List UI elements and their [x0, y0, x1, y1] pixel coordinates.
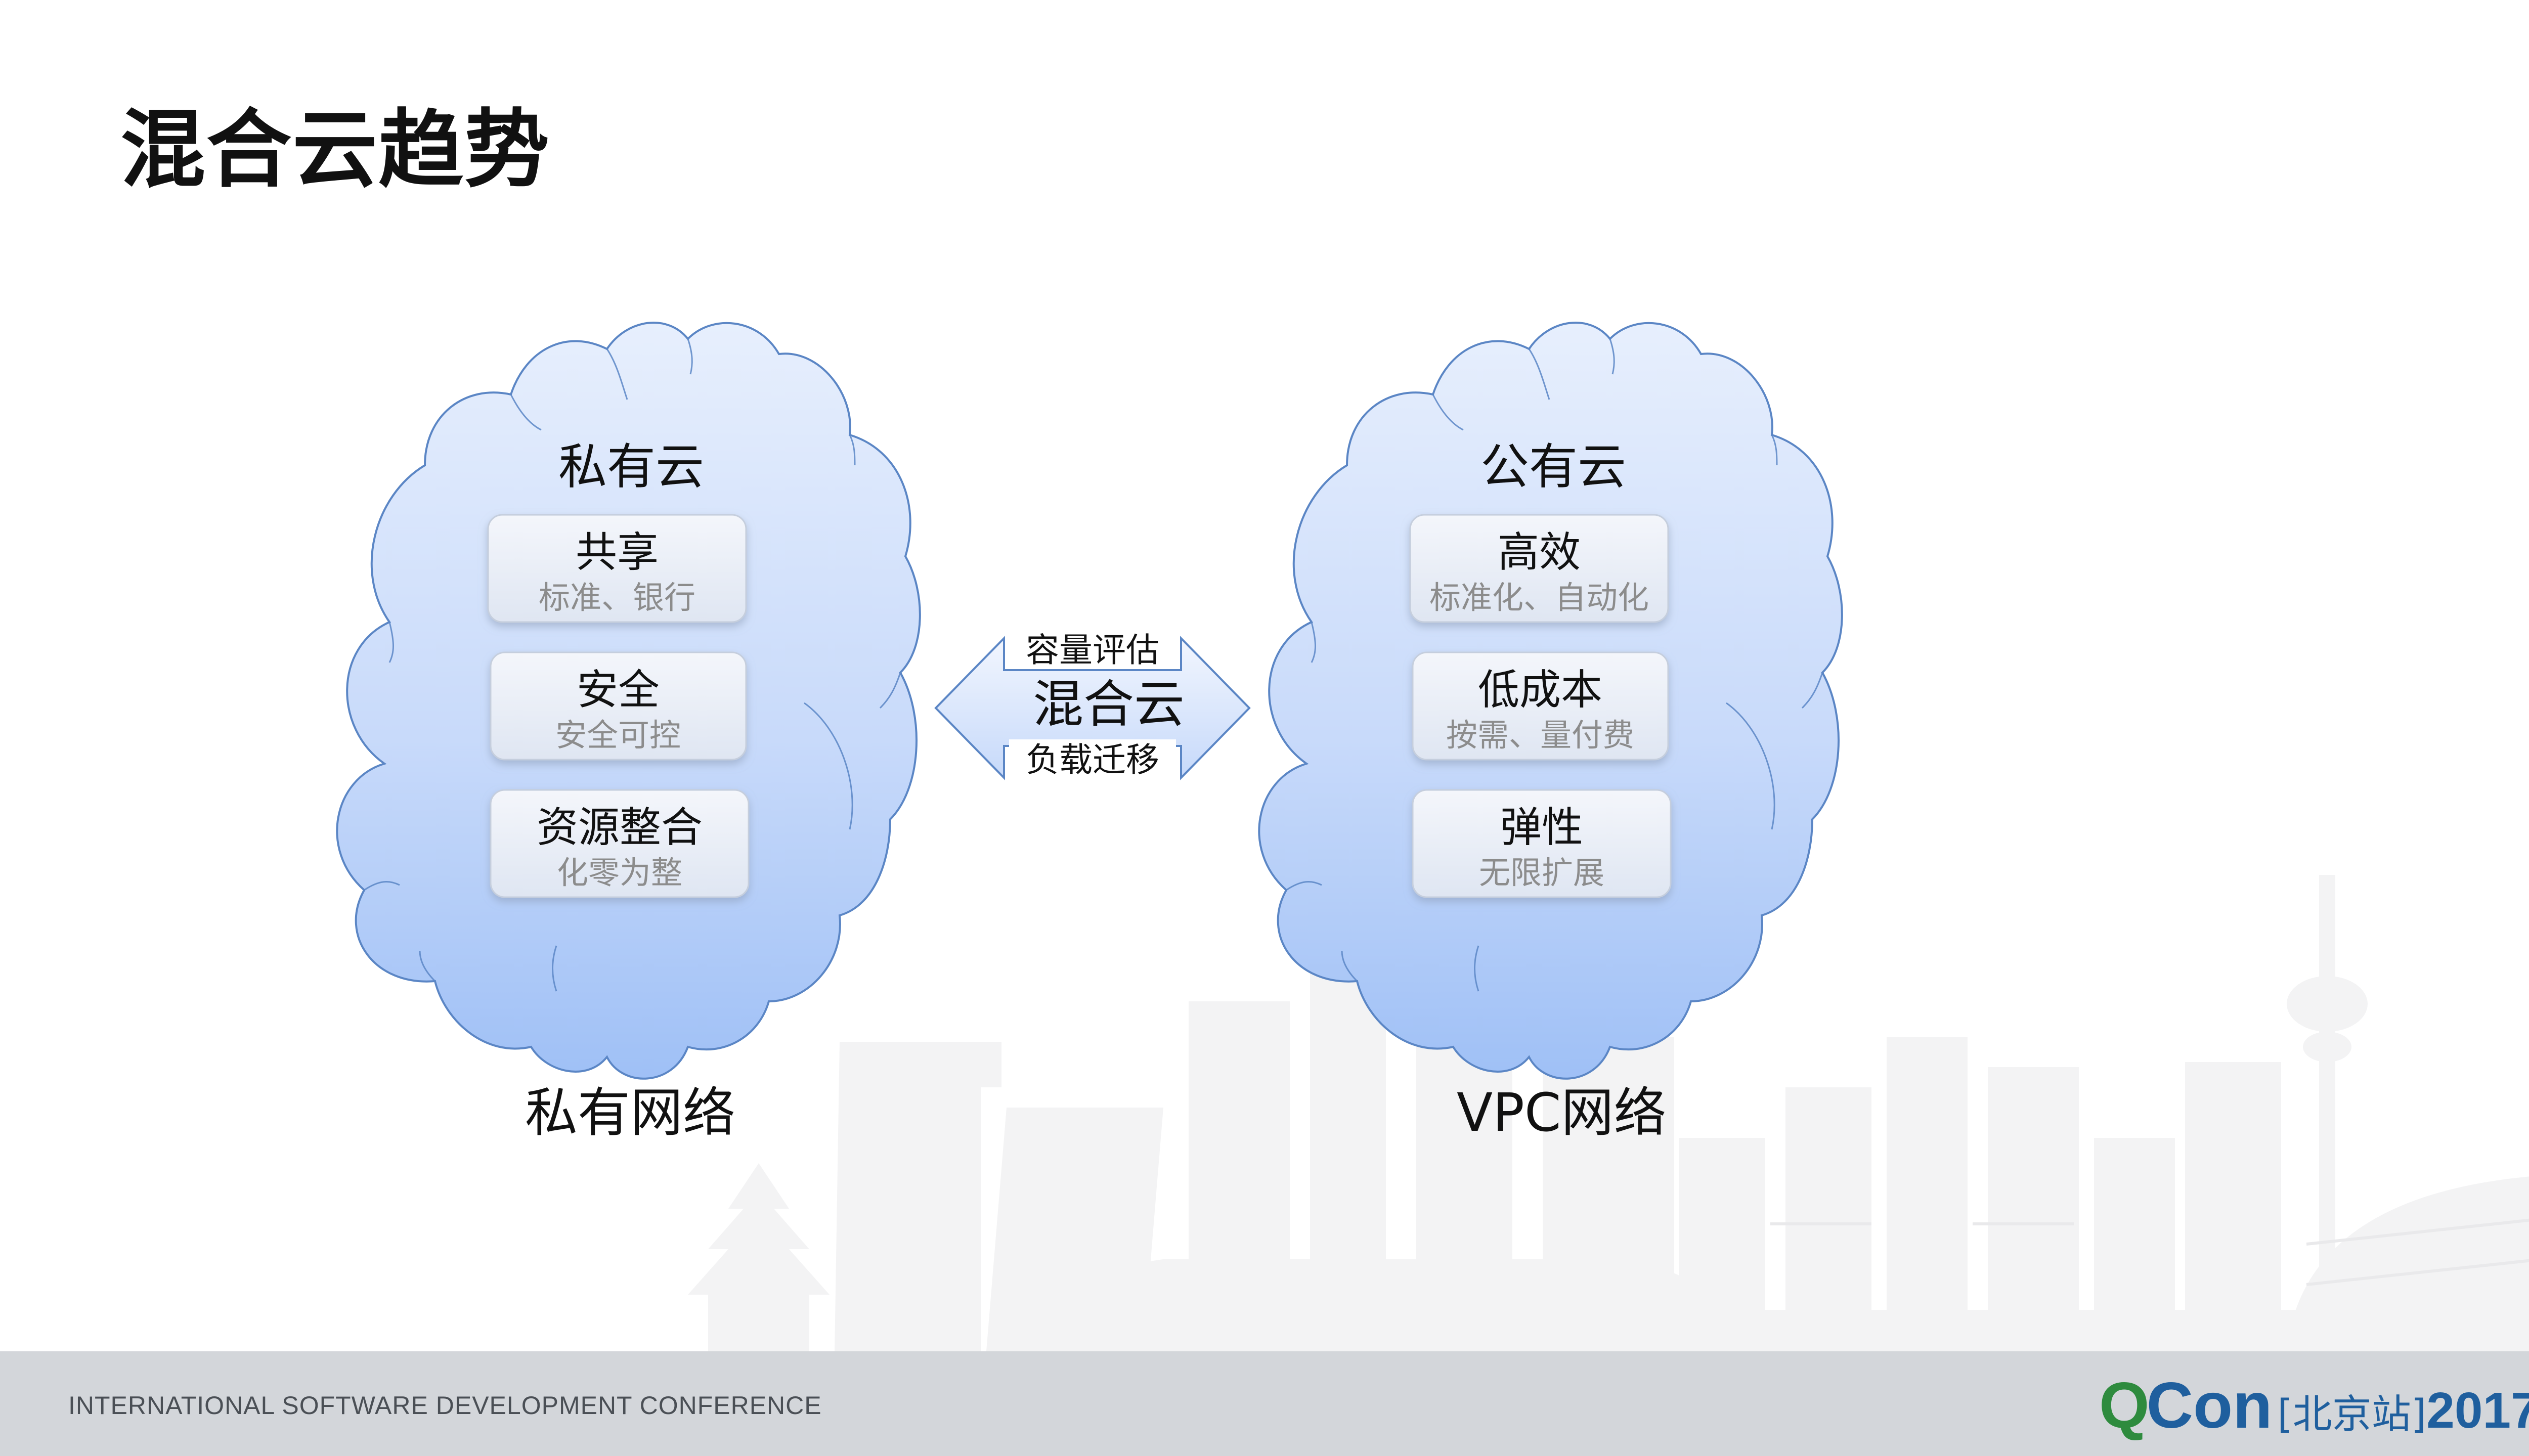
- qcon-logo: QCon[北京站]2017: [2099, 1369, 2529, 1442]
- vpc-network-caption: VPC网络: [1457, 1082, 1667, 1143]
- feature-box-main: 共享: [576, 528, 659, 577]
- hybrid-arrow: 容量评估 混合云 负载迁移: [934, 623, 1251, 784]
- footer-bar: INTERNATIONAL SOFTWARE DEVELOPMENT CONFE…: [0, 1351, 2529, 1456]
- logo-q: Q: [2099, 1370, 2150, 1442]
- feature-box-elastic: 弹性 无限扩展: [1412, 789, 1672, 898]
- feature-box-main: 资源整合: [537, 804, 703, 852]
- feature-box-main: 低成本: [1478, 666, 1602, 714]
- feature-box-efficient: 高效 标准化、自动化: [1409, 514, 1669, 623]
- private-network-caption: 私有网络: [525, 1082, 736, 1143]
- feature-box-security: 安全 安全可控: [490, 651, 747, 761]
- feature-box-resource: 资源整合 化零为整: [490, 789, 750, 898]
- feature-box-sub: 安全可控: [555, 717, 681, 754]
- public-cloud: [1258, 321, 1843, 1080]
- conference-name: INTERNATIONAL SOFTWARE DEVELOPMENT CONFE…: [68, 1391, 822, 1420]
- feature-box-sub: 标准化、自动化: [1429, 579, 1649, 616]
- feature-box-sub: 标准、银行: [539, 579, 695, 616]
- private-cloud: [336, 321, 921, 1080]
- feature-box-main: 安全: [577, 666, 660, 714]
- public-cloud-title: 公有云: [1480, 438, 1626, 495]
- feature-box-sub: 无限扩展: [1479, 854, 1604, 891]
- slide-title: 混合云趋势: [120, 100, 550, 199]
- logo-city: [北京站]: [2277, 1392, 2427, 1437]
- feature-box-main: 高效: [1498, 528, 1581, 577]
- feature-box-main: 弹性: [1500, 804, 1583, 852]
- arrow-bottom-label: 负载迁移: [1026, 740, 1159, 779]
- logo-year: 2017: [2426, 1382, 2529, 1439]
- logo-con: Con: [2146, 1370, 2273, 1442]
- feature-box-low-cost: 低成本 按需、量付费: [1412, 651, 1669, 761]
- arrow-top-label: 容量评估: [1026, 631, 1159, 670]
- arrow-center-label: 混合云: [1033, 675, 1185, 734]
- private-cloud-title: 私有云: [558, 438, 704, 495]
- feature-box-sub: 按需、量付费: [1446, 717, 1634, 754]
- feature-box-sub: 化零为整: [557, 854, 682, 891]
- feature-box-shared: 共享 标准、银行: [487, 514, 747, 623]
